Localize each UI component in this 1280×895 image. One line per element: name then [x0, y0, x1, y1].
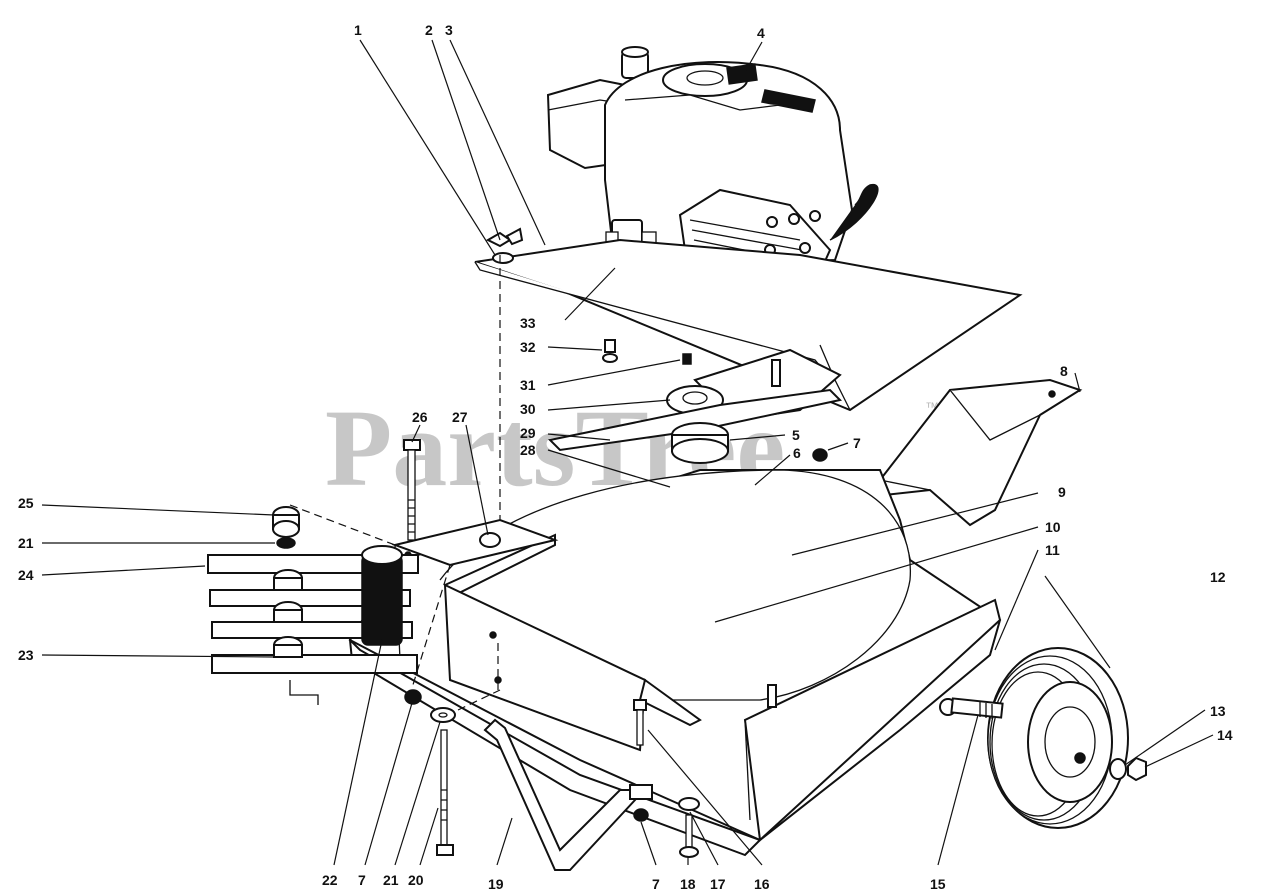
callout-22: 22 — [322, 872, 338, 888]
callout-19: 19 — [488, 876, 504, 892]
callout-26: 26 — [412, 409, 428, 425]
callout-15: 15 — [930, 876, 946, 892]
callout-3: 3 — [445, 22, 453, 38]
callout-4: 4 — [757, 25, 765, 41]
callout-12: 12 — [1210, 569, 1226, 585]
handle-brace[interactable] — [483, 718, 653, 871]
callout-24: 24 — [18, 567, 34, 583]
wheel[interactable] — [987, 647, 1129, 829]
callout-10: 10 — [1045, 519, 1061, 535]
callout-7-bottom-left: 7 — [358, 872, 366, 888]
callout-27: 27 — [452, 409, 468, 425]
callout-11: 11 — [1045, 542, 1060, 558]
callout-31: 31 — [520, 377, 536, 393]
bottom-hardware[interactable] — [633, 699, 700, 858]
callout-6: 6 — [793, 445, 801, 461]
roller[interactable] — [361, 545, 403, 646]
wing-nut[interactable] — [485, 227, 524, 264]
main-housing[interactable] — [348, 469, 1002, 857]
callout-7-bottom-right: 7 — [652, 876, 660, 892]
washer[interactable] — [1109, 758, 1127, 780]
callout-23: 23 — [18, 647, 34, 663]
callout-30: 30 — [520, 401, 536, 417]
callout-21-left: 21 — [18, 535, 34, 551]
long-bolt[interactable] — [403, 439, 421, 541]
leader-lines — [41, 39, 1214, 866]
callout-21-bottom: 21 — [383, 872, 399, 888]
callout-29: 29 — [520, 425, 536, 441]
callout-9: 9 — [1058, 484, 1066, 500]
callout-8: 8 — [1060, 363, 1068, 379]
callout-numbers: 1 2 3 4 5 6 7 8 9 10 11 12 13 14 15 16 1… — [18, 22, 1233, 892]
callout-18: 18 — [680, 876, 696, 892]
callout-16: 16 — [754, 876, 770, 892]
callout-13: 13 — [1210, 703, 1226, 719]
callout-28: 28 — [520, 442, 536, 458]
callout-17: 17 — [710, 876, 726, 892]
spacer-stack[interactable] — [207, 506, 419, 705]
callout-32: 32 — [520, 339, 536, 355]
axle-bolt[interactable] — [939, 697, 1004, 719]
nut[interactable] — [479, 532, 501, 548]
callout-5: 5 — [792, 427, 800, 443]
callout-14: 14 — [1217, 727, 1233, 743]
discharge-chute[interactable] — [878, 378, 1083, 527]
callout-25: 25 — [18, 495, 34, 511]
callout-1: 1 — [354, 22, 362, 38]
callout-2: 2 — [425, 22, 433, 38]
callout-20: 20 — [408, 872, 424, 888]
callout-33: 33 — [520, 315, 536, 331]
lower-bolt-set[interactable] — [404, 689, 456, 856]
callout-7-upper: 7 — [853, 435, 861, 451]
